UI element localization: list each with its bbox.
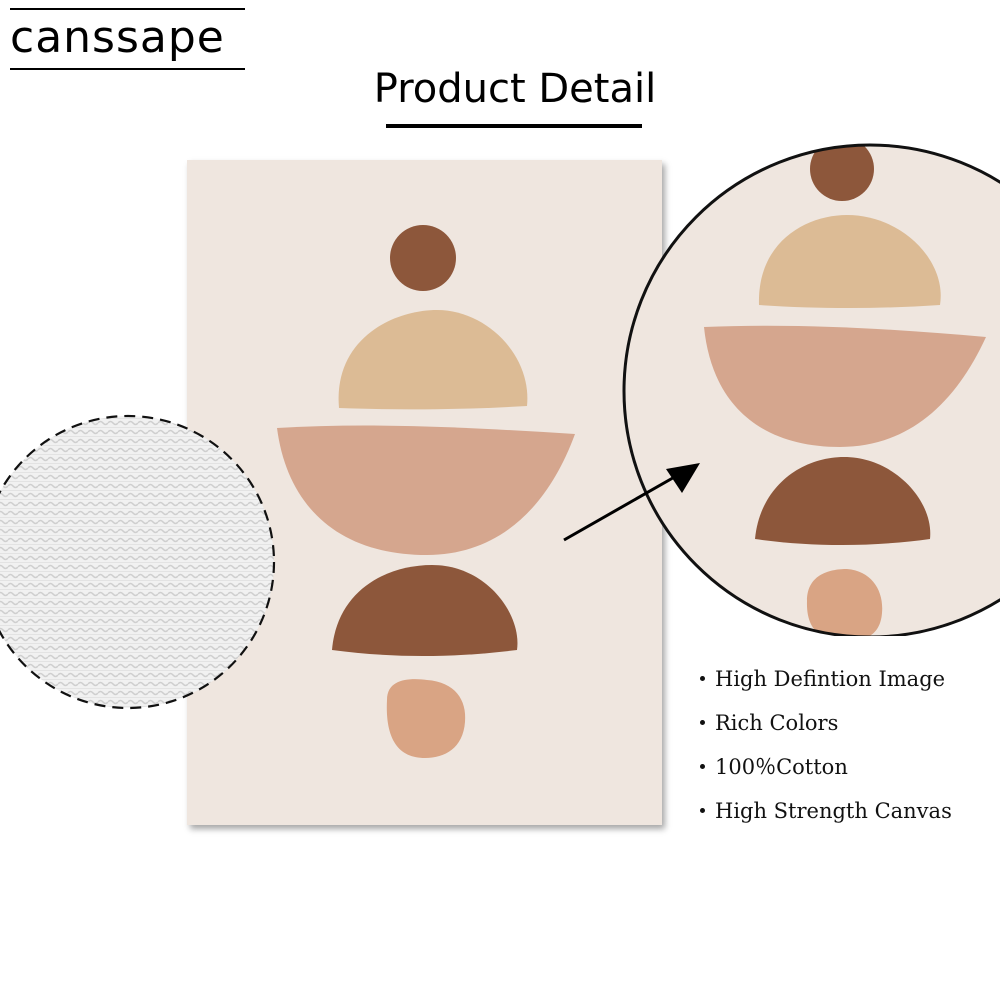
bottom-blob <box>386 679 466 758</box>
list-item: High Defintion Image <box>700 662 952 706</box>
zoom-sand-half-moon <box>758 215 941 308</box>
logo-text: canssape <box>10 12 225 63</box>
zoom-detail-circle <box>622 143 1000 636</box>
zoom-top-circle <box>810 145 874 201</box>
abstract-artwork <box>277 225 575 758</box>
bullet-dot-icon <box>700 720 705 725</box>
zoom-blush-bowl <box>704 325 986 447</box>
title-underline <box>386 124 642 128</box>
logo-bottom-rule <box>10 68 245 70</box>
canvas-texture-closeup <box>0 414 276 710</box>
list-item: High Strength Canvas <box>700 794 952 838</box>
bullet-dot-icon <box>700 764 705 769</box>
canvas-poster <box>187 160 662 825</box>
list-item: 100％Cotton <box>700 750 952 794</box>
bullet-dot-icon <box>700 676 705 681</box>
top-circle <box>390 225 456 291</box>
feature-list: High Defintion Image Rich Colors 100％Cot… <box>700 662 952 838</box>
brand-logo: canssape <box>10 8 245 72</box>
list-item: Rich Colors <box>700 706 952 750</box>
logo-top-rule <box>10 8 245 10</box>
zoom-bottom-blob <box>806 569 883 636</box>
arrow-icon <box>563 463 700 542</box>
zoom-brown-dome <box>755 457 931 545</box>
brown-dome <box>332 565 518 656</box>
bullet-dot-icon <box>700 808 705 813</box>
sand-half-moon <box>338 310 528 410</box>
blush-bowl <box>277 425 575 555</box>
page-title: Product Detail <box>373 66 657 112</box>
